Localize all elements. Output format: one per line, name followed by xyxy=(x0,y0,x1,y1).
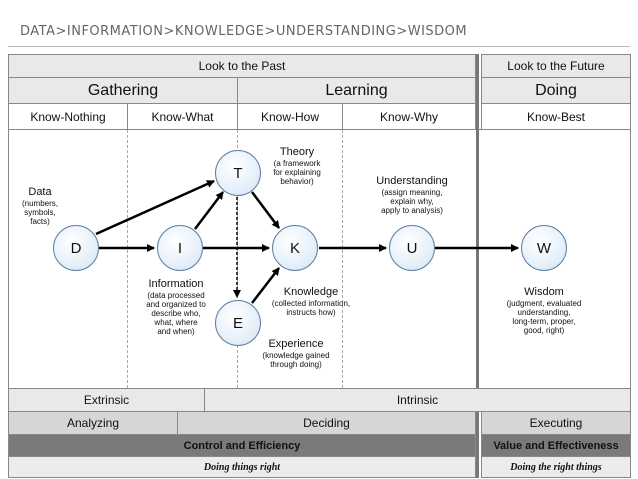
doing-cell: Doing xyxy=(481,77,631,104)
label-wisdom-sub-4: good, right) xyxy=(523,326,565,336)
know-how-cell: Know-How xyxy=(237,103,343,130)
arrow-t-to-k xyxy=(251,191,280,229)
look-to-past-cell: Look to the Past xyxy=(8,54,476,78)
arrow-i-to-t xyxy=(194,191,224,230)
look-to-future-cell: Look to the Future xyxy=(481,54,631,78)
label-information-title: Information xyxy=(148,278,204,290)
past-future-divider xyxy=(476,54,479,478)
node-theory: T xyxy=(215,150,261,196)
label-experience-title: Experience xyxy=(268,338,324,350)
arrow-d-to-t xyxy=(95,179,215,236)
node-wisdom: W xyxy=(521,225,567,271)
learning-cell: Learning xyxy=(237,77,476,104)
label-experience: Experience (knowledge gained through doi… xyxy=(254,338,338,369)
node-experience: E xyxy=(215,300,261,346)
label-wisdom: Wisdom (judgment, evaluated understandin… xyxy=(492,286,596,335)
label-data-sub-3: facts) xyxy=(30,217,50,227)
label-information-sub-3: describe who, xyxy=(151,309,201,319)
doing-right-things-cell: Doing the right things xyxy=(481,456,631,478)
label-theory: Theory (a framework for explaining behav… xyxy=(262,146,332,186)
label-theory-sub-2: for explaining xyxy=(273,167,321,177)
extrinsic-cell: Extrinsic xyxy=(8,388,205,412)
label-information-sub-1: (data processed xyxy=(147,290,205,300)
intrinsic-cell: Intrinsic xyxy=(204,388,631,412)
label-understanding-title: Understanding xyxy=(376,175,448,187)
know-what-cell: Know-What xyxy=(127,103,238,130)
node-information: I xyxy=(157,225,203,271)
label-understanding: Understanding (assign meaning, explain w… xyxy=(364,175,460,215)
label-wisdom-sub-1: (judgment, evaluated xyxy=(506,298,582,308)
executing-cell: Executing xyxy=(481,411,631,435)
node-data: D xyxy=(53,225,99,271)
title-divider xyxy=(8,46,630,47)
diagram-title: DATA>INFORMATION>KNOWLEDGE>UNDERSTANDING… xyxy=(20,24,468,39)
label-data: Data (numbers, symbols, facts) xyxy=(10,186,70,226)
label-wisdom-sub-2: understanding, xyxy=(517,307,571,317)
label-information: Information (data processed and organize… xyxy=(132,278,220,337)
label-knowledge-sub-2: instructs how) xyxy=(286,307,336,317)
value-effectiveness-cell: Value and Effectiveness xyxy=(481,434,631,457)
label-knowledge-sub-1: (collected information, xyxy=(271,298,351,308)
label-understanding-sub-2: explain why, xyxy=(390,196,434,206)
node-understanding: U xyxy=(389,225,435,271)
label-information-sub-5: and when) xyxy=(157,327,195,337)
label-knowledge: Knowledge (collected information, instru… xyxy=(258,286,364,317)
label-theory-title: Theory xyxy=(279,146,315,158)
label-information-sub-2: and organized to xyxy=(146,299,206,309)
node-knowledge: K xyxy=(272,225,318,271)
control-efficiency-cell: Control and Efficiency xyxy=(8,434,476,457)
label-data-title: Data xyxy=(28,186,52,198)
label-data-sub-1: (numbers, xyxy=(21,198,58,208)
label-understanding-sub-1: (assign meaning, xyxy=(381,187,443,197)
deciding-cell: Deciding xyxy=(177,411,476,435)
label-data-sub-2: symbols, xyxy=(24,207,56,217)
arrow-e-to-k xyxy=(251,267,280,304)
label-knowledge-title: Knowledge xyxy=(283,286,339,298)
label-theory-sub-1: (a framework xyxy=(273,158,321,168)
label-experience-sub-1: (knowledge gained xyxy=(262,350,330,360)
label-wisdom-sub-3: long-term, proper, xyxy=(512,317,576,327)
label-information-sub-4: what, where xyxy=(154,318,198,328)
column-divider-3 xyxy=(342,130,343,388)
label-experience-sub-2: through doing) xyxy=(270,359,322,369)
label-theory-sub-3: behavior) xyxy=(280,177,314,187)
analyzing-cell: Analyzing xyxy=(8,411,178,435)
know-nothing-cell: Know-Nothing xyxy=(8,103,128,130)
label-understanding-sub-3: apply to analysis) xyxy=(381,206,443,216)
column-divider-1 xyxy=(127,130,128,388)
doing-things-right-cell: Doing things right xyxy=(8,456,476,478)
label-wisdom-title: Wisdom xyxy=(524,286,564,298)
